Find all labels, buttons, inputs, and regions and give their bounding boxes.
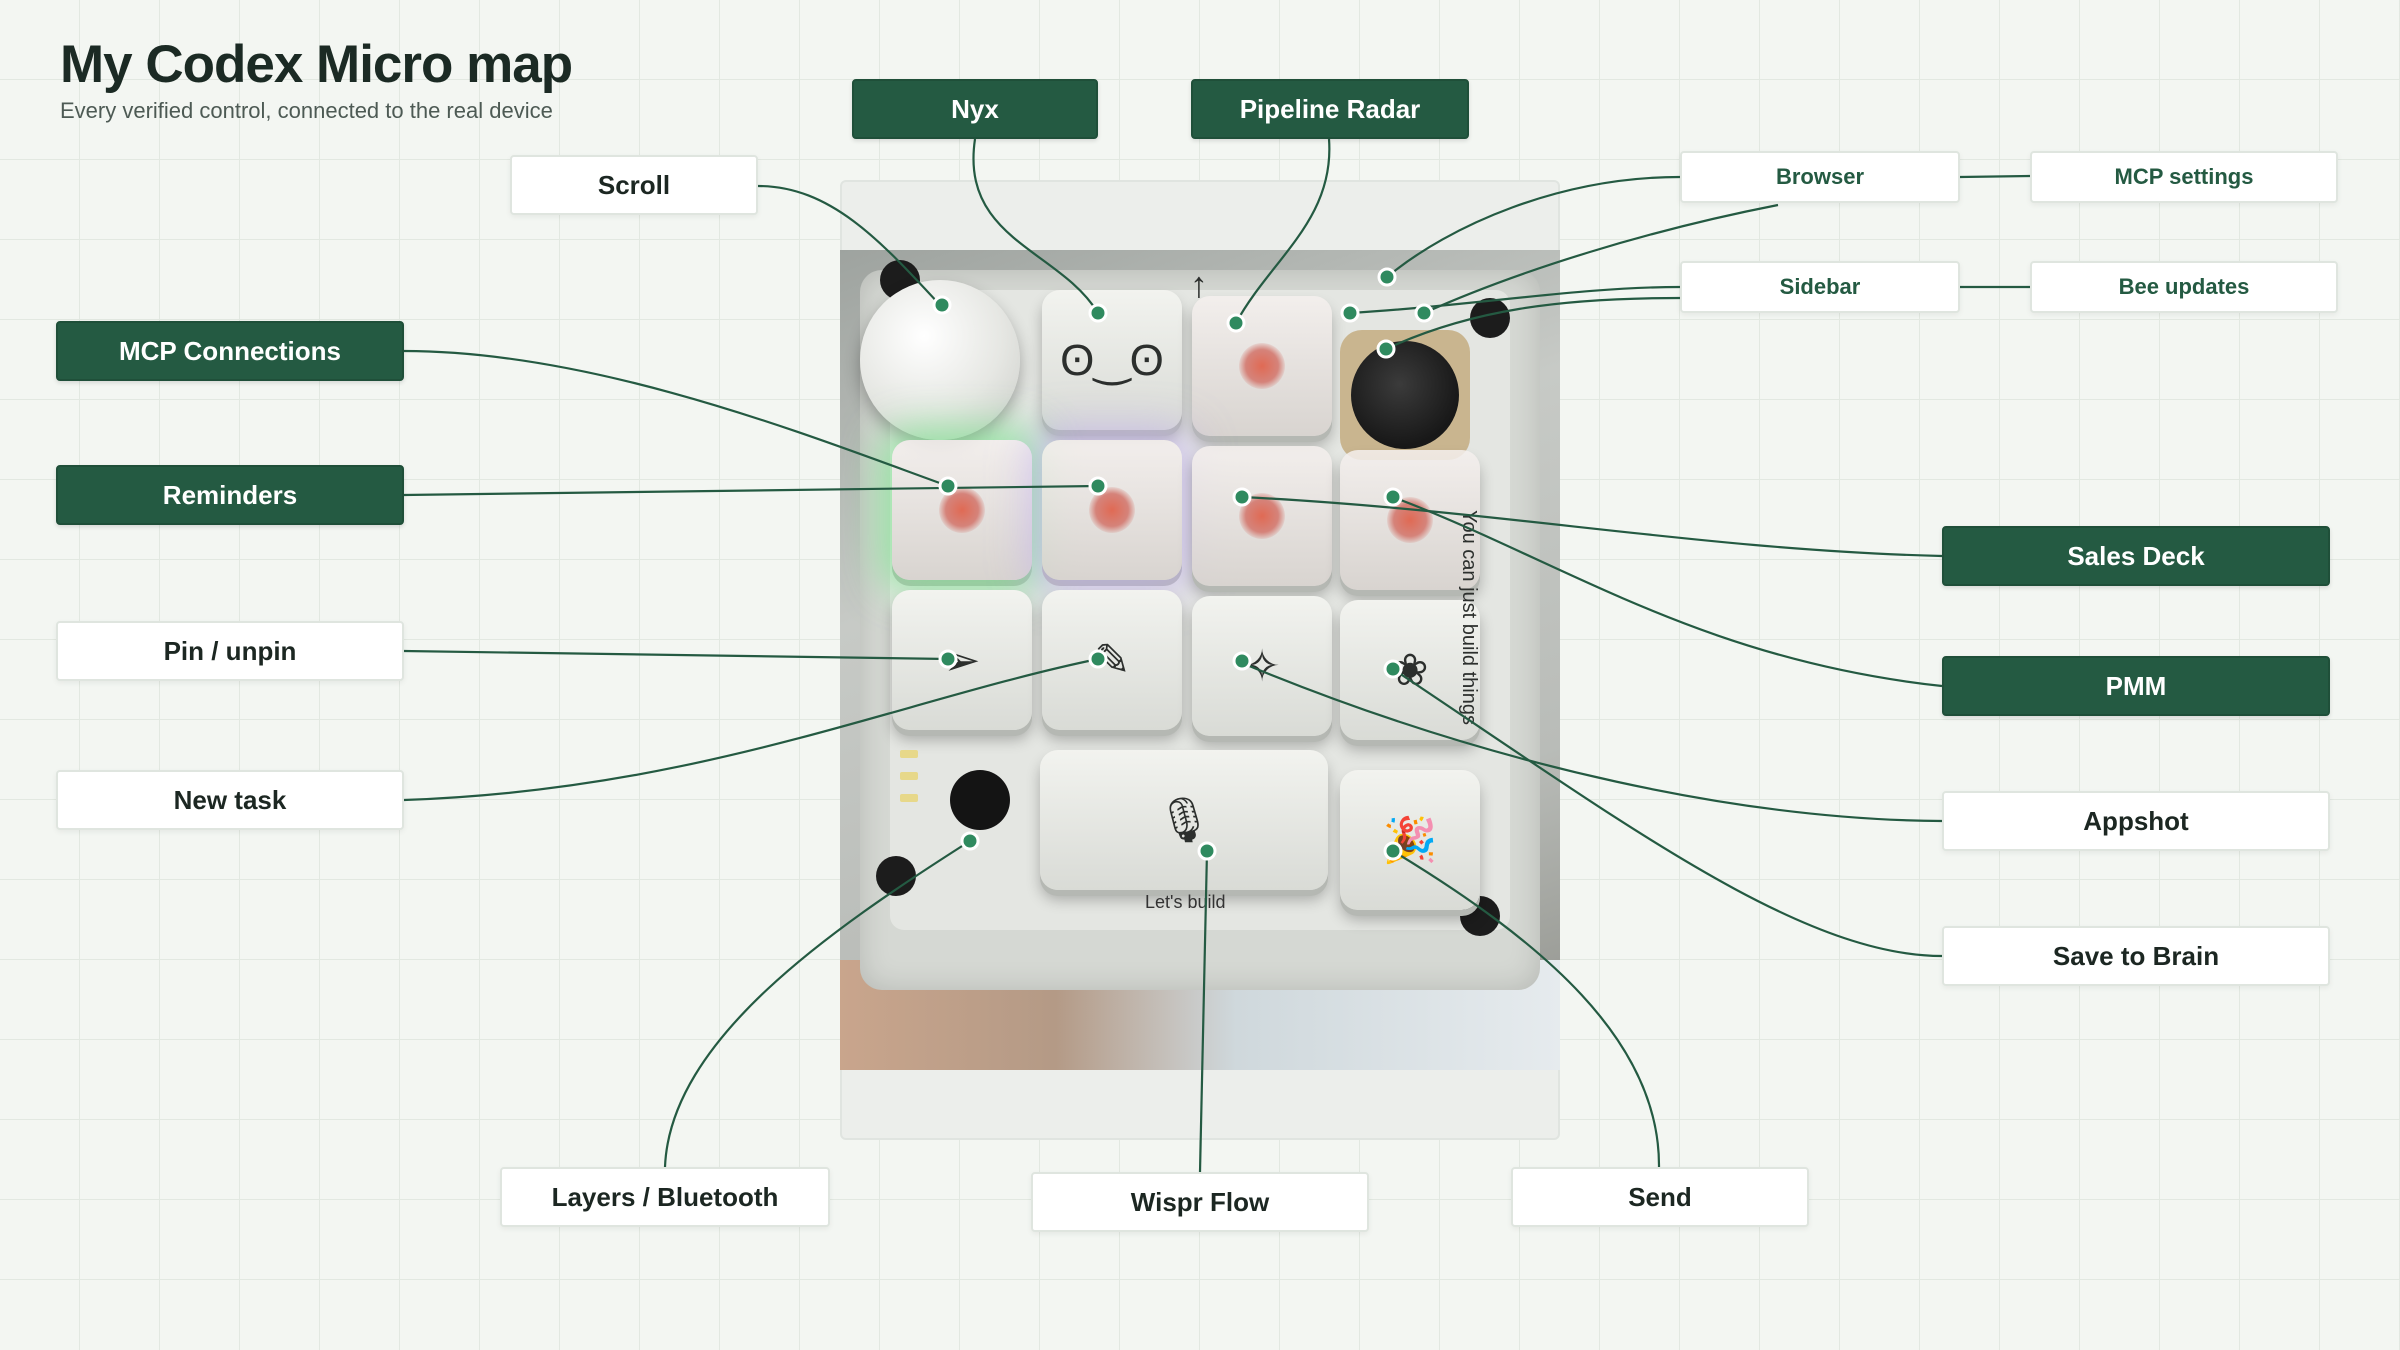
- label-bee-updates[interactable]: Bee updates: [2030, 261, 2338, 313]
- send-key[interactable]: 🎉: [1340, 770, 1480, 910]
- edit-square-icon: ✎: [1093, 635, 1131, 685]
- pipeline-radar-key[interactable]: [1192, 296, 1332, 436]
- scroll-knob[interactable]: [860, 280, 1020, 440]
- sparkle-icon: ✧: [1243, 641, 1281, 691]
- label-pipeline-radar[interactable]: Pipeline Radar: [1191, 79, 1469, 139]
- label-nyx[interactable]: Nyx: [852, 79, 1098, 139]
- key-led: [1239, 493, 1285, 539]
- key-led: [1089, 487, 1135, 533]
- new-task-key[interactable]: ✎: [1042, 590, 1182, 730]
- label-reminders[interactable]: Reminders: [56, 465, 404, 525]
- label-sidebar[interactable]: Sidebar: [1680, 261, 1960, 313]
- label-pmm[interactable]: PMM: [1942, 656, 2330, 716]
- microphone-icon: 🎙: [1156, 796, 1212, 845]
- screw: [1470, 298, 1510, 338]
- key-led: [1239, 343, 1285, 389]
- key-caption: Let's build: [1145, 892, 1226, 912]
- label-browser[interactable]: Browser: [1680, 151, 1960, 203]
- label-wispr-flow[interactable]: Wispr Flow: [1031, 1172, 1369, 1232]
- device-photo: ↑ ʘ‿ʘ ➢ ✎ ✧ ❀ 🎙 Let's build 🎉 You can ju…: [840, 250, 1560, 1070]
- arrow-up-icon: ↑: [1190, 264, 1208, 305]
- label-pin-unpin[interactable]: Pin / unpin: [56, 621, 404, 681]
- wispr-flow-key[interactable]: 🎙: [1040, 750, 1328, 890]
- bee-face-icon: ʘ‿ʘ: [1060, 335, 1164, 385]
- status-leds: [900, 750, 920, 816]
- mcp-connections-key[interactable]: [892, 440, 1032, 580]
- layers-bluetooth-button[interactable]: [950, 770, 1010, 830]
- label-sales-deck[interactable]: Sales Deck: [1942, 526, 2330, 586]
- joystick[interactable]: [1340, 330, 1470, 460]
- label-scroll[interactable]: Scroll: [510, 155, 758, 215]
- brain-icon: ❀: [1391, 645, 1429, 695]
- label-save-to-brain[interactable]: Save to Brain: [1942, 926, 2330, 986]
- screw: [876, 856, 916, 896]
- nyx-key[interactable]: ʘ‿ʘ: [1042, 290, 1182, 430]
- joystick-cap: [1351, 341, 1459, 449]
- label-appshot[interactable]: Appshot: [1942, 791, 2330, 851]
- appshot-key[interactable]: ✧: [1192, 596, 1332, 736]
- key-led: [939, 487, 985, 533]
- party-cone-icon: 🎉: [1382, 816, 1438, 865]
- label-new-task[interactable]: New task: [56, 770, 404, 830]
- pin-unpin-key[interactable]: ➢: [892, 590, 1032, 730]
- key-led: [1387, 497, 1433, 543]
- device-side-text: You can just build things: [1458, 510, 1480, 725]
- sales-deck-key[interactable]: [1192, 446, 1332, 586]
- connector-browser-mcp-settings: [1959, 174, 2031, 179]
- label-send[interactable]: Send: [1511, 1167, 1809, 1227]
- page-title: My Codex Micro map: [60, 35, 573, 94]
- page-subtitle: Every verified control, connected to the…: [60, 98, 553, 123]
- label-layers-bluetooth[interactable]: Layers / Bluetooth: [500, 1167, 830, 1227]
- label-mcp-connections[interactable]: MCP Connections: [56, 321, 404, 381]
- pin-icon: ➢: [943, 635, 981, 685]
- reminders-key[interactable]: [1042, 440, 1182, 580]
- label-mcp-settings[interactable]: MCP settings: [2030, 151, 2338, 203]
